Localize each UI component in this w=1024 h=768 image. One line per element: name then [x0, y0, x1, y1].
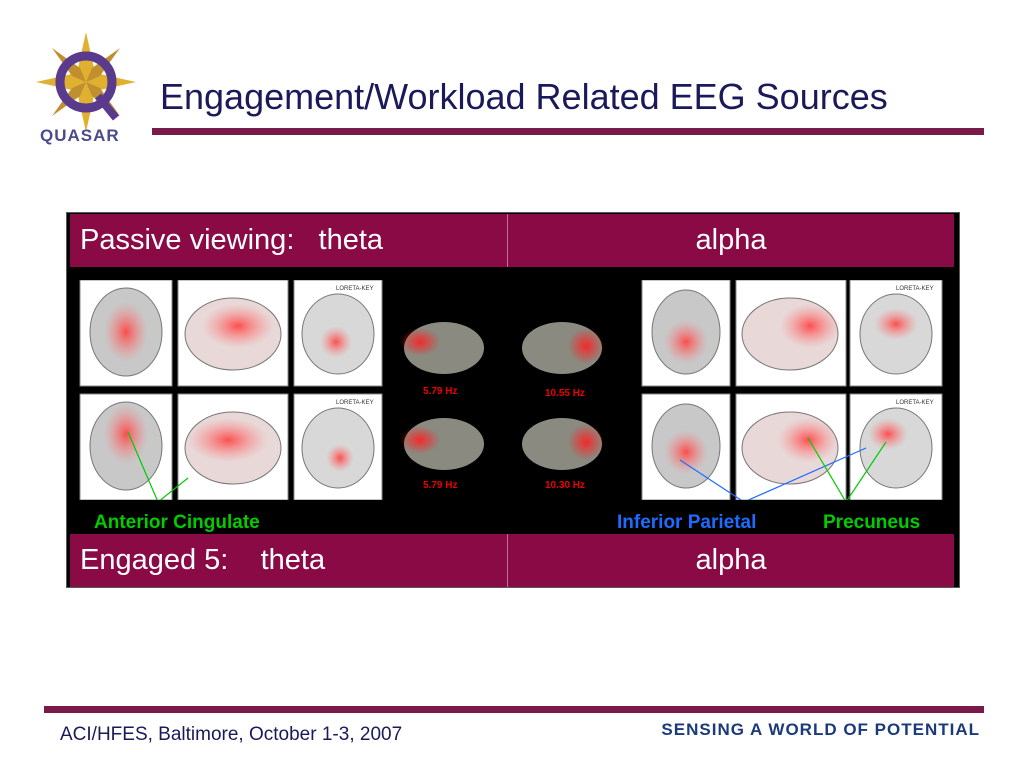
alpha-scan-row-top: LORETA-KEY	[641, 280, 943, 387]
precuneus-label: Precuneus	[823, 512, 921, 533]
footer-divider	[44, 706, 984, 713]
bottom-header-row: Engaged 5: theta alpha	[70, 534, 954, 587]
top-header-row: Passive viewing: theta alpha	[70, 214, 954, 267]
scan-label: LORETA-KEY	[336, 400, 374, 406]
top-header-left: Passive viewing: theta	[80, 224, 384, 256]
theta-bottom-frequency: 5.79 Hz	[423, 480, 458, 491]
theta-loreta-scans: LORETA-KEY LORETA-KEY	[79, 280, 383, 500]
alpha-scan-row-bottom: LORETA-KEY	[641, 393, 943, 500]
anterior-cingulate-label: Anterior Cingulate	[94, 512, 260, 533]
scan-label: LORETA-KEY	[896, 286, 934, 292]
theta-scan-row-bottom: LORETA-KEY	[79, 393, 383, 500]
theta-top-frequency: 5.79 Hz	[423, 386, 458, 397]
inferior-parietal-label: Inferior Parietal	[617, 512, 757, 533]
alpha-bottom-frequency: 10.30 Hz	[545, 480, 586, 491]
theta-scan-row-top: LORETA-KEY	[79, 280, 383, 387]
page-title: Engagement/Workload Related EEG Sources	[160, 76, 888, 117]
title-divider	[152, 128, 984, 135]
cortex-renders	[400, 322, 604, 470]
bottom-header-left: Engaged 5: theta	[80, 544, 326, 576]
alpha-top-frequency: 10.55 Hz	[545, 388, 586, 399]
logo-text: QUASAR	[40, 126, 120, 145]
quasar-star-logo-icon	[36, 32, 136, 132]
footer-conference: ACI/HFES, Baltimore, October 1-3, 2007	[60, 724, 403, 745]
scan-label: LORETA-KEY	[336, 286, 374, 292]
bottom-header-right: alpha	[695, 544, 767, 576]
scan-label: LORETA-KEY	[896, 400, 934, 406]
footer-tagline: SENSING A WORLD OF POTENTIAL	[661, 720, 980, 739]
top-header-right: alpha	[695, 224, 767, 256]
alpha-loreta-scans: LORETA-KEY LORETA-KEY	[641, 280, 943, 500]
